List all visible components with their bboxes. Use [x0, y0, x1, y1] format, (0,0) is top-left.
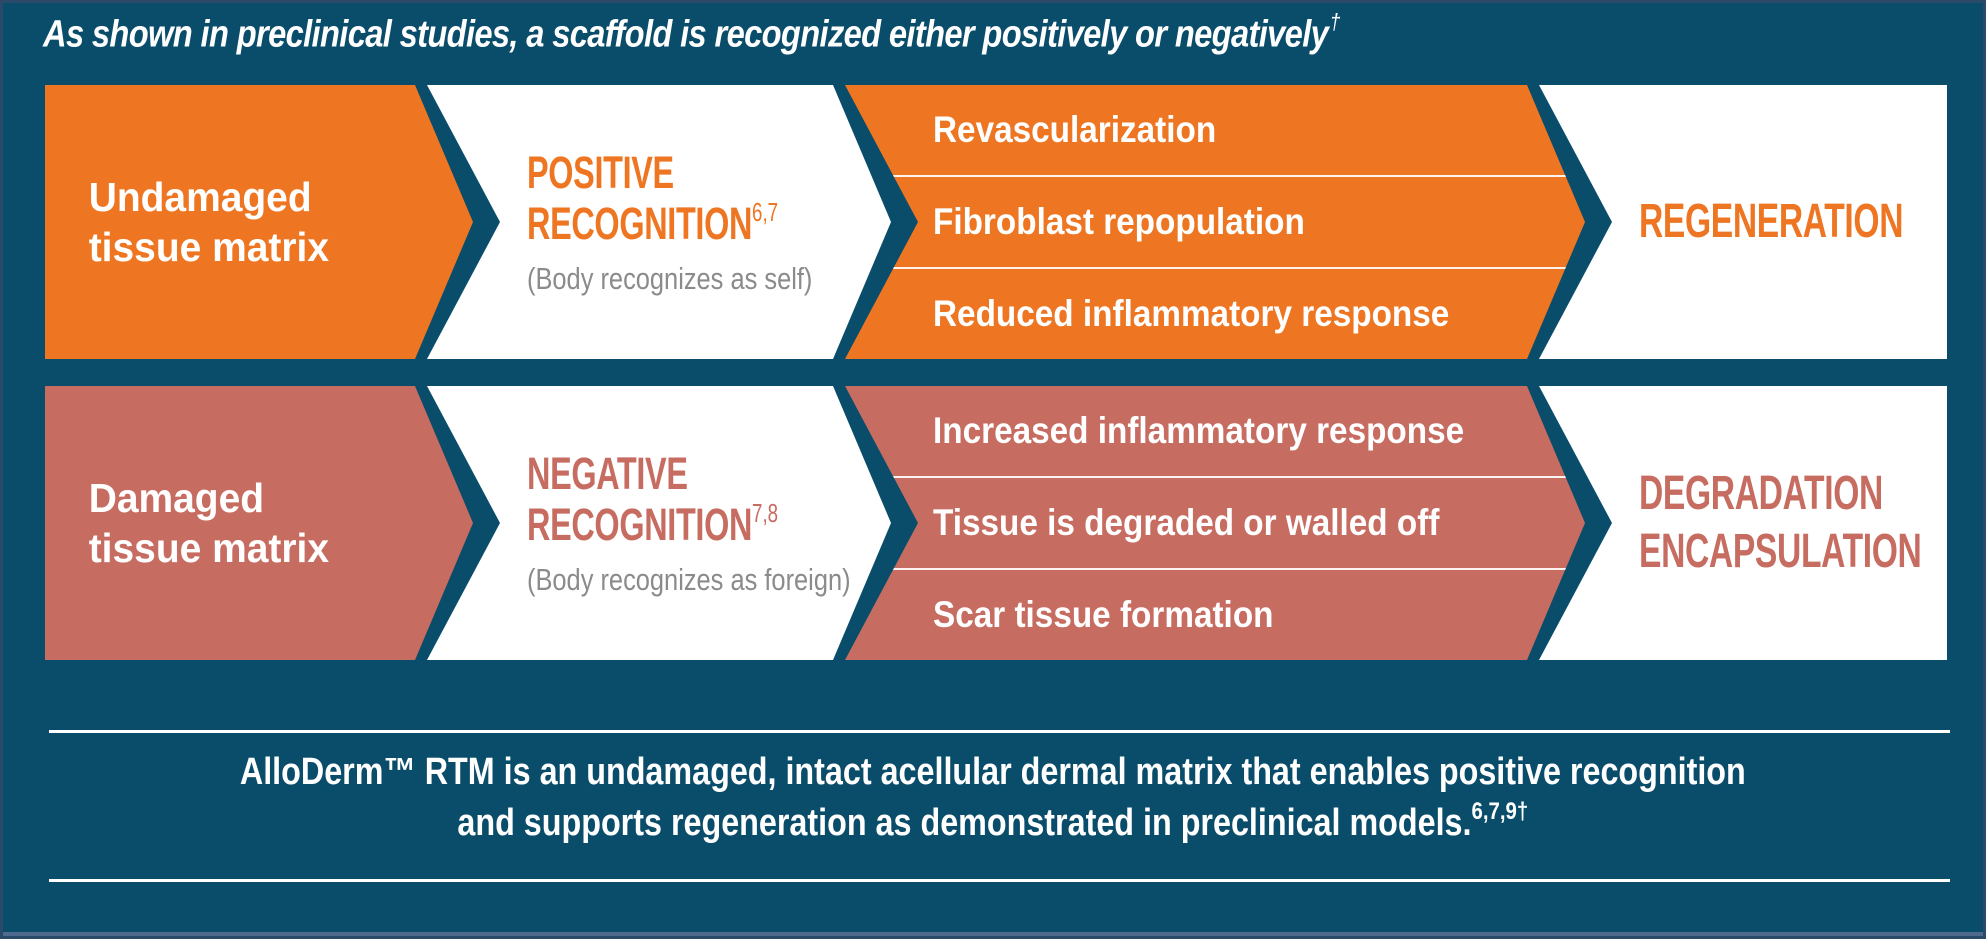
outcome-cell: Tissue is degraded or walled off [845, 476, 1585, 568]
outcome-text: Increased inflammatory response [933, 410, 1465, 451]
outcome-text: Scar tissue formation [933, 594, 1274, 635]
matrix-label: Damaged tissue matrix [45, 473, 329, 573]
divider-line-top [49, 730, 1950, 733]
result-title-line2: ENCAPSULATION [1639, 525, 1922, 578]
result-title-line1: DEGRADATION [1639, 467, 1883, 521]
footer-note: AlloDerm™ RTM is an undamaged, intact ac… [3, 747, 1983, 849]
degradation-result-box: DEGRADATION ENCAPSULATION [1539, 386, 1947, 660]
outcome-cell: Increased inflammatory response [845, 386, 1585, 476]
divider-line-bottom [49, 879, 1950, 882]
recognition-title: POSITIVE RECOGNITION6,7 [527, 147, 789, 250]
undamaged-tissue-matrix-arrow: Undamaged tissue matrix [45, 85, 473, 359]
row-negative-recognition: Damaged tissue matrix NEGATIVE RECOGNITI… [3, 386, 1983, 660]
title-dagger-superscript: † [1329, 9, 1341, 34]
row-positive-recognition: Undamaged tissue matrix POSITIVE RECOGNI… [3, 85, 1983, 359]
matrix-label-line1: Undamaged [88, 173, 312, 220]
matrix-label-line2: tissue matrix [88, 224, 330, 270]
positive-outcomes-arrow: Revascularization Fibroblast repopulatio… [845, 85, 1585, 359]
recognition-title-line1: POSITIVE [527, 146, 674, 198]
footer-line2-text: and supports regeneration as demonstrate… [457, 801, 1472, 844]
result-title: DEGRADATION ENCAPSULATION [1639, 465, 1922, 580]
reference-superscript: 7,8 [752, 498, 779, 528]
outcome-text: Tissue is degraded or walled off [933, 502, 1440, 543]
outcome-text: Reduced inflammatory response [933, 293, 1450, 334]
outcome-cell: Revascularization [845, 85, 1585, 175]
page-title: As shown in preclinical studies, a scaff… [43, 9, 1551, 57]
recognition-subtext: (Body recognizes as self) [527, 261, 813, 297]
outcome-cell: Reduced inflammatory response [845, 267, 1585, 359]
footer-note-text: AlloDerm™ RTM is an undamaged, intact ac… [240, 747, 1746, 849]
matrix-label-line1: Damaged [88, 474, 265, 521]
recognition-title-line1: NEGATIVE [527, 447, 688, 499]
footer-reference-superscript: 6,7,9† [1471, 798, 1529, 826]
matrix-label: Undamaged tissue matrix [45, 172, 329, 272]
result-title: REGENERATION [1639, 193, 1904, 251]
recognition-subtext: (Body recognizes as foreign) [527, 562, 851, 598]
outcome-cell: Scar tissue formation [845, 568, 1585, 660]
recognition-title-line2: RECOGNITION7,8 [527, 498, 789, 550]
positive-recognition-arrow: POSITIVE RECOGNITION6,7 (Body recognizes… [427, 85, 891, 359]
bottom-edge-strip [3, 932, 1983, 936]
outcome-cell: Fibroblast repopulation [845, 175, 1585, 267]
recognition-title: NEGATIVE RECOGNITION7,8 [527, 448, 789, 551]
footer-line2: and supports regeneration as demonstrate… [240, 798, 1746, 849]
recognition-title-text: RECOGNITION [527, 499, 753, 550]
recognition-title-line2: RECOGNITION6,7 [527, 197, 789, 249]
footer-line1: AlloDerm™ RTM is an undamaged, intact ac… [240, 751, 1746, 793]
outcome-text: Fibroblast repopulation [933, 201, 1305, 242]
recognition-title-text: RECOGNITION [527, 198, 753, 249]
reference-superscript: 6,7 [752, 197, 779, 227]
regeneration-result-box: REGENERATION [1539, 85, 1947, 359]
damaged-tissue-matrix-arrow: Damaged tissue matrix [45, 386, 473, 660]
matrix-label-line2: tissue matrix [88, 525, 330, 571]
negative-recognition-arrow: NEGATIVE RECOGNITION7,8 (Body recognizes… [427, 386, 891, 660]
page-title-text: As shown in preclinical studies, a scaff… [43, 9, 1340, 57]
negative-outcomes-arrow: Increased inflammatory response Tissue i… [845, 386, 1585, 660]
outcome-text: Revascularization [933, 109, 1217, 150]
result-title-line1: REGENERATION [1639, 195, 1904, 249]
title-main-text: As shown in preclinical studies, a scaff… [43, 13, 1329, 56]
